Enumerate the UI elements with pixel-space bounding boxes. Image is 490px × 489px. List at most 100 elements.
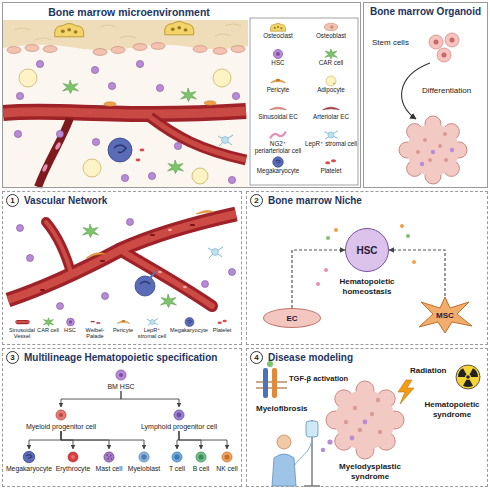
panel-title: Vascular Network: [24, 195, 107, 207]
callout-number: 2: [250, 194, 263, 207]
legend-item: Adipocyte: [305, 75, 357, 94]
cell-icon: [321, 21, 341, 33]
annotation: Hematopoietic syndrome: [418, 400, 486, 419]
node-label: NK cell: [216, 465, 238, 473]
node-label: T cell: [166, 465, 188, 473]
cell-node: B cell: [190, 449, 212, 473]
panel-title: Bone marrow Organoid: [364, 6, 487, 18]
node-label: Myeloid progenitor cell: [26, 423, 96, 431]
connector: [121, 391, 179, 407]
cell-icon: [321, 75, 341, 87]
stromal-cell: MSC: [417, 296, 473, 334]
cell-icon: [18, 449, 40, 465]
cell-icon: [50, 407, 72, 423]
panel-title: Multilineage Hematopoietic specification: [24, 352, 217, 364]
legend-item: Sinusoidal Vessel: [8, 317, 36, 339]
cell-icon: [268, 48, 288, 60]
marrow-illustration: [3, 20, 248, 187]
cell-node: Erythrocyte: [56, 449, 90, 473]
annotation: Radiation: [410, 366, 446, 376]
legend-label: HSC: [252, 60, 304, 67]
panel-title: Disease modeling: [268, 352, 353, 364]
cell-icon: [214, 317, 231, 327]
panel-title: Bone marrow Niche: [268, 195, 362, 207]
legend-label: Sinusoidal Vessel: [8, 327, 36, 339]
cell-icon: [268, 129, 288, 141]
legend-item: LepR⁺ stromal cell: [136, 317, 168, 339]
cell-icon: [268, 75, 288, 87]
cell-node: Megakaryocyte: [6, 449, 52, 473]
cell-node: BM HSC: [107, 367, 134, 391]
panel: Bone marrow microenvironment: [2, 2, 361, 188]
legend-item: NG2⁺ periarteriolar cell: [252, 129, 304, 155]
legend-item: Sinusoidal EC: [252, 102, 304, 121]
cell-icon: [98, 449, 120, 465]
legend-item: Arteriolar EC: [305, 102, 357, 121]
legend-item: CAR cell: [36, 317, 60, 333]
niche-signals: [316, 224, 416, 286]
legend-label: HSC: [60, 327, 80, 333]
legend-label: Megakaryocyte: [252, 168, 304, 175]
annotation: TGF-β activation: [289, 374, 348, 383]
node-label: Megakaryocyte: [6, 465, 52, 473]
connector: [61, 391, 121, 407]
connector: [61, 431, 144, 449]
cell-icon: [115, 317, 132, 327]
annotation: Hematopoietic homeostasis: [327, 277, 407, 296]
cell-icon: [40, 317, 57, 327]
legend-label: Adipocyte: [305, 87, 357, 94]
callout-number: 1: [6, 194, 19, 207]
annotation: Differentiation: [422, 86, 471, 96]
legend-item: HSC: [252, 48, 304, 67]
legend-label: Pericyte: [110, 327, 136, 333]
panel: Multilineage Hematopoietic specification…: [2, 348, 242, 487]
vascular-illustration: [8, 210, 236, 309]
disease-illustration: [256, 361, 480, 486]
legend-label: Arteriolar EC: [305, 114, 357, 121]
cell-icon: [144, 317, 161, 327]
cell-node: Mast cell: [96, 449, 123, 473]
legend-label: Platelet: [305, 168, 357, 175]
node-label: HSC: [356, 245, 377, 256]
endothelial-cell: EC: [263, 308, 321, 328]
legend-label: Sinusoidal EC: [252, 114, 304, 121]
legend-item: Osteoclast: [252, 21, 304, 40]
cell-icon: [321, 156, 341, 168]
legend-item: Weibel-Palade: [80, 317, 110, 339]
legend-label: Pericyte: [252, 87, 304, 94]
legend-item: Platelet: [305, 156, 357, 175]
legend-label: CAR cell: [36, 327, 60, 333]
cell-node: NK cell: [216, 449, 238, 473]
legend-item: Pericyte: [110, 317, 136, 333]
node-label: MSC: [436, 311, 454, 320]
connector: [292, 250, 345, 308]
legend-item: Platelet: [210, 317, 234, 333]
node-label: B cell: [190, 465, 212, 473]
legend-label: LepR⁺ stromal cell: [136, 327, 168, 339]
cell-icon: [110, 367, 132, 383]
connector: [179, 431, 227, 449]
legend-label: NG2⁺ periarteriolar cell: [252, 141, 304, 155]
connector: [389, 250, 445, 296]
node-label: Erythrocyte: [56, 465, 90, 473]
cell-icon: [14, 317, 31, 327]
cell-icon: [321, 48, 341, 60]
legend-item: Osteoblast: [305, 21, 357, 40]
legend-label: Osteoclast: [252, 33, 304, 40]
annotation: Stem cells: [372, 38, 409, 48]
node-label: EC: [286, 314, 297, 323]
legend-label: Osteoblast: [305, 33, 357, 40]
cell-node: T cell: [166, 449, 188, 473]
cell-icon: [166, 449, 188, 465]
node-label: Lymphoid progenitor cell: [141, 423, 217, 431]
legend-label: Weibel-Palade: [80, 327, 110, 339]
cell-node: Lymphoid progenitor cell: [141, 407, 217, 431]
cell-icon: [216, 449, 238, 465]
cell-icon: [62, 449, 84, 465]
cell-icon: [321, 102, 341, 114]
cell-icon: [268, 102, 288, 114]
legend-label: LepR⁺ stromal cell: [305, 141, 357, 148]
